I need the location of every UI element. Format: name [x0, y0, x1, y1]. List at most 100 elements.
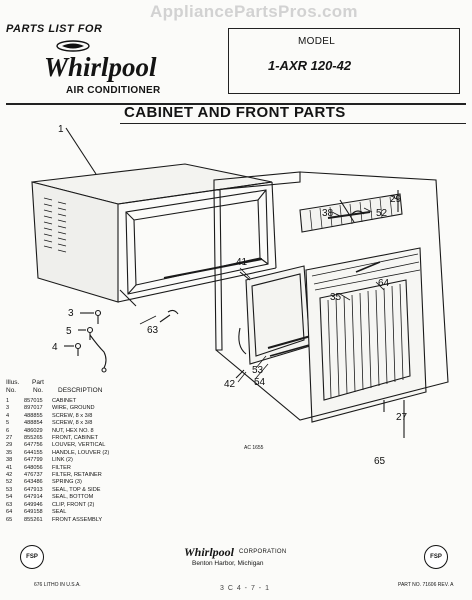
callout-65: 65: [374, 456, 386, 465]
part-no-cell: 647914: [24, 494, 43, 501]
watermark: ApplianceParts​Pros.com: [150, 2, 358, 21]
louver-panel-drawing: [299, 190, 403, 233]
illus-no-cell: 3: [6, 405, 10, 412]
callout-54: 54: [254, 377, 266, 388]
callout-53: 53: [252, 365, 264, 376]
table-row: 64 649158 SEAL: [6, 509, 158, 516]
whirlpool-swirl-icon: [56, 40, 90, 52]
table-row: 4 488855 SCREW, 8 x 3/8: [6, 413, 158, 420]
description-cell: SPRING (3): [52, 479, 82, 486]
callout-63: 63: [147, 325, 159, 336]
illus-no-cell: 64: [6, 509, 13, 516]
illus-no-cell: 5: [6, 420, 10, 427]
table-header: Illus. No. Part No. DESCRIPTION: [6, 379, 158, 395]
section-title: CABINET AND FRONT PARTS: [124, 104, 346, 121]
model-box: [228, 28, 460, 94]
callout-3: 3: [68, 308, 74, 319]
description-cell: FRONT ASSEMBLY: [52, 516, 103, 523]
divider: [6, 103, 466, 105]
table-row: 52 643486 SPRING (3): [6, 479, 158, 486]
illus-no-cell: 4: [6, 412, 10, 419]
description-cell: SEAL, BOTTOM: [52, 494, 94, 501]
description-cell: SCREW, 8 x 3/8: [52, 412, 93, 419]
part-no-cell: 648056: [24, 464, 43, 471]
callout-52: 52: [376, 208, 388, 219]
table-row: 42 476737 FILTER, RETAINER: [6, 472, 158, 479]
description-cell: WIRE, GROUND: [52, 405, 95, 412]
illus-no-cell: 42: [6, 472, 13, 479]
description-cell: LINK (2): [52, 457, 73, 464]
fsp-badge-icon: FSP: [424, 545, 448, 569]
callout-38: 38: [322, 208, 334, 219]
callout-1: 1: [58, 124, 64, 135]
brand-logo: Whirlpool: [44, 52, 157, 82]
assembly-outline: [213, 171, 449, 438]
header-description: DESCRIPTION: [58, 387, 103, 394]
table-row: 27 855265 FRONT, CABINET: [6, 435, 158, 442]
part-no-cell: 486029: [24, 427, 43, 434]
fsp-badge-label: FSP: [26, 554, 38, 560]
exploded-parts-diagram: 1 3 5 4 63 41 42 53 54 35 64 38 52 29 27…: [31, 124, 449, 465]
illus-no-cell: 54: [6, 494, 13, 501]
callout-42: 42: [224, 379, 236, 390]
footer-city: Benton Harbor, Michigan: [192, 560, 264, 567]
description-cell: LOUVER, VERTICAL: [52, 442, 106, 449]
illus-no-cell: 41: [6, 464, 13, 471]
description-cell: CLIP, FRONT (2): [52, 501, 95, 508]
header-part-no: Part No.: [32, 379, 44, 394]
footer-brand: Whirlpool: [184, 545, 235, 559]
divider: [120, 123, 466, 124]
illus-no-cell: 6: [6, 427, 10, 434]
description-cell: SEAL: [52, 509, 67, 516]
illus-no-cell: 27: [6, 435, 13, 442]
illus-no-cell: 35: [6, 449, 13, 456]
screws-and-ground-wire: [64, 309, 179, 373]
model-label: MODEL: [298, 36, 336, 47]
part-no-cell: 643486: [24, 479, 43, 486]
table-row: 38 647799 LINK (2): [6, 457, 158, 464]
footer-corporation: CORPORATION: [239, 549, 287, 555]
description-cell: CABINET: [52, 398, 77, 404]
part-no-cell: 855265: [24, 435, 43, 442]
illus-no-cell: 53: [6, 486, 13, 493]
part-no-cell: 647799: [24, 457, 43, 464]
model-number: 1-AXR 120-42: [268, 58, 352, 73]
illus-no-cell: 65: [6, 516, 13, 523]
callout-4: 4: [52, 342, 58, 353]
table-row: 41 648056 FILTER: [6, 465, 158, 472]
description-cell: FILTER: [52, 464, 71, 471]
illus-no-cell: 52: [6, 479, 13, 486]
part-no-cell: 488855: [24, 412, 43, 419]
callout-27: 27: [396, 412, 408, 423]
footer-litho-note: 676 LITHO IN U.S.A.: [34, 582, 81, 588]
part-no-cell: 488854: [24, 420, 43, 427]
cabinet-drawing: [31, 127, 277, 307]
description-cell: SEAL, TOP & SIDE: [52, 486, 101, 493]
illus-no-cell: 29: [6, 442, 13, 449]
description-cell: FRONT, CABINET: [52, 435, 98, 442]
description-cell: FILTER, RETAINER: [52, 472, 102, 479]
part-no-cell: 476737: [24, 472, 43, 479]
part-no-cell: 649158: [24, 509, 43, 516]
footer-part-number: PART NO. 71606 REV. A: [398, 582, 454, 588]
reference-code: AC 1655: [244, 445, 264, 451]
callout-35: 35: [330, 292, 342, 303]
product-name: AIR CONDITIONER: [66, 85, 161, 96]
fsp-badge-label: FSP: [430, 554, 442, 560]
description-cell: HANDLE, LOUVER (2): [52, 449, 110, 456]
callout-29: 29: [390, 194, 402, 205]
table-row: 54 647914 SEAL, BOTTOM: [6, 494, 158, 501]
part-no-cell: 649946: [24, 501, 43, 508]
illus-no-cell: 38: [6, 457, 13, 464]
